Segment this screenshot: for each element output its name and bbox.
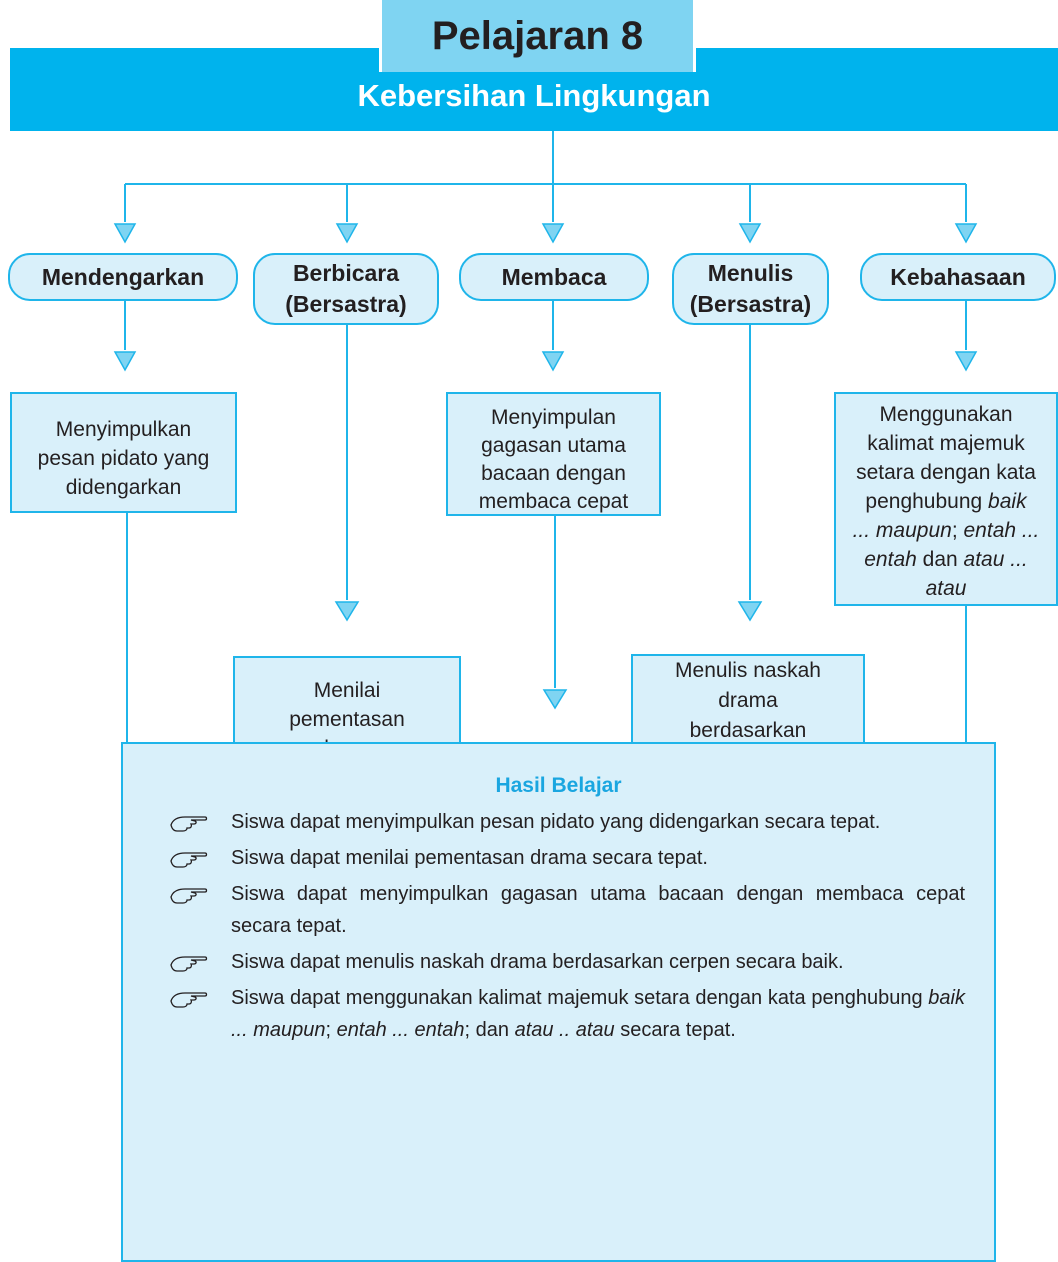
box-line: atau	[844, 574, 1048, 603]
competency-kebahasaan: Menggunakan kalimat majemuk setara denga…	[834, 392, 1058, 606]
conjunction-term: ... maupun	[852, 519, 952, 542]
arrowhead	[334, 601, 360, 622]
conjunction-term: baik ... maupun	[231, 987, 965, 1041]
box-line: ... maupun; entah ...	[844, 516, 1048, 545]
conjunction-term: entah ...	[963, 519, 1040, 542]
aspect-label: Kebahasaan	[890, 263, 1026, 290]
aspect-menulis: Menulis (Bersastra)	[672, 253, 829, 325]
text-run: ;	[951, 519, 964, 542]
aspect-label: Berbicara	[292, 260, 400, 286]
aspect-label: Membaca	[501, 263, 607, 290]
box-line: drama	[718, 689, 778, 712]
box-line: Menggunakan	[879, 403, 1013, 426]
conjunction-term: atau ...	[963, 548, 1028, 571]
competency-membaca: Menyimpulan gagasan utama bacaan dengan …	[446, 392, 661, 516]
arrowhead	[541, 223, 565, 244]
box-line: gagasan utama	[481, 434, 626, 457]
arrowheads	[113, 223, 978, 710]
text-run: ; dan	[464, 1019, 515, 1041]
outcome-text: Siswa dapat menulis naskah drama berdasa…	[231, 951, 844, 973]
box-line: Menilai	[313, 679, 381, 702]
pointing-hand-icon	[170, 852, 208, 868]
outcome-text: Siswa dapat menyimpulkan pesan pidato ya…	[231, 811, 881, 833]
pointing-hand-icon	[170, 888, 208, 904]
learning-outcomes-title: Hasil Belajar	[495, 774, 622, 797]
box-line: bacaan dengan	[481, 462, 626, 485]
aspect-berbicara: Berbicara (Bersastra)	[253, 253, 439, 325]
lesson-theme: Kebersihan Lingkungan	[357, 78, 711, 113]
pointing-hand-icon	[170, 956, 208, 972]
aspect-sublabel: (Bersastra)	[285, 291, 407, 317]
arrowhead	[541, 351, 565, 372]
aspect-mendengarkan: Mendengarkan	[8, 253, 238, 301]
conjunction-term: entah ... entah	[336, 1019, 465, 1041]
box-line: entah dan atau ...	[844, 545, 1048, 574]
outcome-item: Siswa dapat menyimpulkan gagasan utama b…	[169, 878, 965, 942]
aspect-membaca: Membaca	[459, 253, 649, 301]
pointing-hand-icon	[170, 992, 208, 1008]
outcome-text: Siswa dapat menilai pementasan drama sec…	[231, 847, 708, 869]
conjunction-term: atau .. atau	[514, 1019, 615, 1041]
text-run: dan	[916, 548, 964, 571]
box-line: Menyimpulkan	[55, 418, 192, 441]
conjunction-term: atau	[925, 577, 967, 600]
arrowhead	[113, 351, 137, 372]
conjunction-term: baik	[988, 490, 1027, 513]
text-run: Siswa dapat menggunakan kalimat majemuk …	[231, 987, 929, 1009]
outcome-item: Siswa dapat menggunakan kalimat majemuk …	[169, 982, 965, 1046]
box-line: membaca cepat	[478, 490, 629, 513]
learning-outcomes-list: Siswa dapat menyimpulkan pesan pidato ya…	[169, 806, 965, 1050]
outcome-item: Siswa dapat menyimpulkan pesan pidato ya…	[169, 806, 965, 838]
box-line: kalimat majemuk	[867, 432, 1025, 455]
box-line: didengarkan	[65, 476, 182, 499]
arrowhead	[954, 351, 978, 372]
aspect-kebahasaan: Kebahasaan	[860, 253, 1056, 301]
arrowhead	[113, 223, 137, 244]
text-run: ;	[325, 1019, 337, 1041]
box-line: pementasan	[289, 708, 405, 731]
text-run: penghubung	[865, 490, 989, 513]
box-line: setara dengan kata	[856, 461, 1036, 484]
box-line: berdasarkan	[689, 719, 807, 742]
aspect-label: Mendengarkan	[41, 263, 205, 290]
conjunction-term: entah	[864, 548, 917, 571]
lesson-number: Pelajaran 8	[379, 0, 696, 72]
learning-outcomes-panel: Hasil Belajar Siswa dapat menyimpulkan p…	[121, 742, 996, 1262]
aspect-sublabel: (Bersastra)	[689, 291, 812, 317]
box-line: pesan pidato yang	[37, 447, 210, 470]
arrowhead	[738, 223, 762, 244]
outcome-item: Siswa dapat menulis naskah drama berdasa…	[169, 946, 965, 978]
outcome-text: Siswa dapat menyimpulkan gagasan utama b…	[231, 883, 965, 937]
text-run: secara tepat.	[614, 1019, 736, 1041]
box-line: penghubung baik	[844, 487, 1048, 516]
arrowhead	[954, 223, 978, 244]
aspect-label: Menulis	[707, 260, 794, 286]
pointing-hand-icon	[170, 816, 208, 832]
arrowhead	[335, 223, 359, 244]
box-line: Menyimpulan	[491, 406, 616, 429]
arrowhead	[542, 689, 568, 710]
outcome-text: Siswa dapat menggunakan kalimat majemuk …	[231, 987, 965, 1041]
outcome-item: Siswa dapat menilai pementasan drama sec…	[169, 842, 965, 874]
arrowhead	[737, 601, 763, 622]
competency-mendengarkan: Menyimpulkan pesan pidato yang didengark…	[10, 392, 237, 513]
box-line: Menulis naskah	[675, 659, 821, 682]
